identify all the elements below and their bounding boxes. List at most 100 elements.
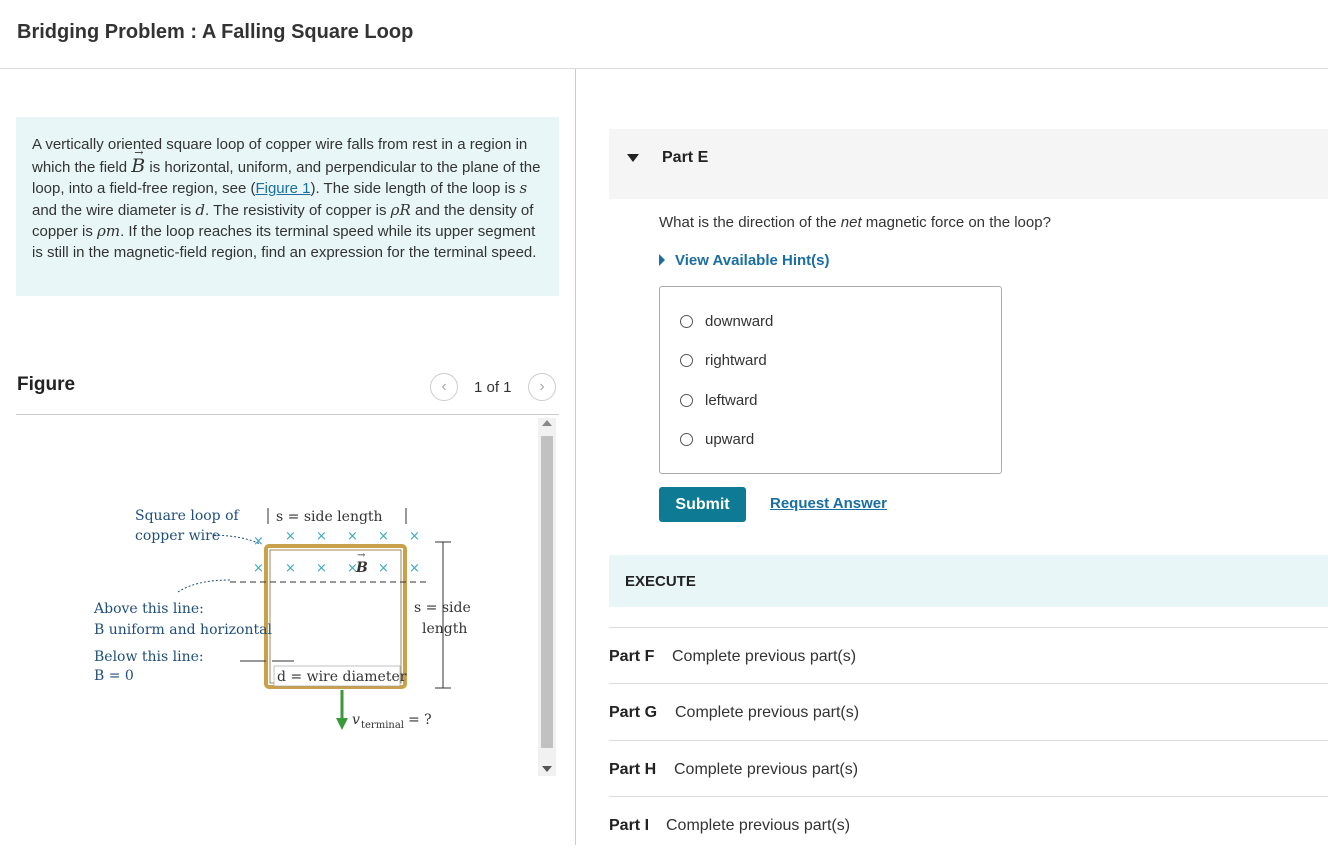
boundary-pointer <box>177 579 231 593</box>
label-side-length-top: s = side length <box>276 509 383 525</box>
execute-label: EXECUTE <box>625 573 696 590</box>
radio-button[interactable] <box>680 354 693 367</box>
intro-text: A vertically oriented square loop of cop… <box>32 136 528 176</box>
choice-label: downward <box>705 313 774 330</box>
scroll-thumb[interactable] <box>541 436 553 748</box>
part-e-title: Part E <box>662 149 709 166</box>
svg-text:×: × <box>347 529 358 544</box>
svg-text:×: × <box>316 561 327 576</box>
answer-panel: Part E What is the direction of the net … <box>576 69 1328 845</box>
svg-text:×: × <box>409 561 420 576</box>
hint-label: View Available Hint(s) <box>675 252 830 269</box>
svg-text:×: × <box>409 529 420 544</box>
figure-title: Figure <box>17 374 76 395</box>
loop-pointer <box>213 534 261 545</box>
figure-1-link[interactable]: Figure 1 <box>255 180 311 197</box>
part-e-question: What is the direction of the net magneti… <box>659 214 1051 231</box>
page-title: Bridging Problem : A Falling Square Loop <box>17 21 414 43</box>
figure-prev-button[interactable]: ‹ <box>430 373 458 401</box>
part-f-row: Part F Complete previous part(s) <box>609 627 1328 683</box>
vector-arrow-icon: → <box>357 550 366 561</box>
choice-label: leftward <box>705 392 758 409</box>
svg-text:×: × <box>316 529 327 544</box>
question-text: magnetic force on the loop? <box>861 214 1051 231</box>
part-g-label: Part G <box>609 704 658 721</box>
vector-b-letter: B <box>131 154 146 177</box>
intro-text: is horizontal, uniform, and perpendicula… <box>32 158 541 198</box>
part-i-label: Part I <box>609 817 650 834</box>
label-v: v <box>352 712 360 728</box>
choice-downward[interactable]: downward <box>680 312 773 332</box>
submit-button[interactable]: Submit <box>659 487 746 522</box>
caret-down-icon <box>627 154 639 162</box>
figure-next-button[interactable]: › <box>528 373 556 401</box>
label-side-right-1: s = side <box>414 600 471 616</box>
figure-scrollbar[interactable] <box>538 418 556 776</box>
falling-loop-diagram: × × × × × × × × × × × × B → Square loop of copper … <box>93 508 471 731</box>
velocity-arrow-head <box>336 718 348 730</box>
label-below-1: Below this line: <box>94 649 204 665</box>
intro-text: . The resistivity of copper is <box>205 201 391 219</box>
scroll-down-icon[interactable] <box>542 766 552 772</box>
part-f-status: Complete previous part(s) <box>672 648 857 665</box>
symbol-d: d <box>195 200 206 219</box>
intro-text: and the wire diameter is <box>32 201 196 219</box>
diameter-box <box>273 665 401 687</box>
figure-pager: 1 of 1 <box>474 379 512 396</box>
svg-text:×: × <box>285 561 296 576</box>
label-loop-2: copper wire <box>135 528 220 544</box>
radio-button[interactable] <box>680 433 693 446</box>
choice-rightward[interactable]: rightward <box>680 351 767 371</box>
panel-divider <box>575 69 576 845</box>
svg-text:×: × <box>378 529 389 544</box>
figure-divider <box>16 414 559 415</box>
answer-choices: downward rightward leftward upward <box>659 286 1002 474</box>
vector-b-symbol: →B <box>131 145 146 177</box>
copper-loop <box>264 544 407 689</box>
field-x-marks: × × × × × × × × × × × × <box>253 529 420 576</box>
symbol-s: s <box>519 179 528 197</box>
part-h-label: Part H <box>609 761 657 778</box>
caret-right-icon <box>659 254 665 266</box>
label-diameter: d = wire diameter <box>277 669 407 685</box>
svg-text:×: × <box>253 561 264 576</box>
intro-text: ). The side length of the loop is <box>310 180 520 197</box>
label-side-right-2: length <box>422 621 467 637</box>
view-hints-link[interactable]: View Available Hint(s) <box>659 252 830 269</box>
choice-label: rightward <box>705 352 767 369</box>
scroll-up-icon[interactable] <box>542 420 552 426</box>
svg-text:×: × <box>378 561 389 576</box>
chevron-right-icon: › <box>539 378 545 395</box>
part-g-row: Part G Complete previous part(s) <box>609 683 1328 739</box>
svg-text:×: × <box>253 534 264 549</box>
part-e-header[interactable]: Part E <box>609 129 1328 199</box>
page-header: Bridging Problem : A Falling Square Loop <box>0 0 1328 69</box>
part-h-row: Part H Complete previous part(s) <box>609 740 1328 796</box>
chevron-left-icon: ‹ <box>441 378 447 395</box>
figure-b-label: B <box>355 560 368 576</box>
choice-label: upward <box>705 431 755 448</box>
problem-intro: A vertically oriented square loop of cop… <box>16 117 559 296</box>
execute-bar: EXECUTE <box>609 555 1328 607</box>
intro-text: . If the loop reaches its terminal speed… <box>32 223 537 261</box>
svg-text:×: × <box>347 561 358 576</box>
label-v-eq: = ? <box>408 712 432 728</box>
intro-text: and the density of copper is <box>32 201 534 241</box>
request-answer-link[interactable]: Request Answer <box>770 495 887 512</box>
radio-button[interactable] <box>680 315 693 328</box>
label-below-2: B = 0 <box>94 668 134 684</box>
part-i-status: Complete previous part(s) <box>666 817 851 834</box>
symbol-rho-m: ρm <box>97 222 121 240</box>
radio-button[interactable] <box>680 394 693 407</box>
label-loop-1: Square loop of <box>135 508 241 524</box>
label-v-subscript: terminal <box>361 720 404 731</box>
choice-leftward[interactable]: leftward <box>680 391 758 411</box>
choice-upward[interactable]: upward <box>680 430 754 450</box>
label-above-1: Above this line: <box>93 601 204 617</box>
figure-image: × × × × × × × × × × × × B → Square loop of copper … <box>16 418 536 776</box>
question-emphasis: net <box>840 214 862 231</box>
part-f-label: Part F <box>609 648 655 665</box>
question-text: What is the direction of the <box>659 214 841 231</box>
svg-text:×: × <box>285 529 296 544</box>
symbol-rho-r: ρR <box>390 200 411 219</box>
